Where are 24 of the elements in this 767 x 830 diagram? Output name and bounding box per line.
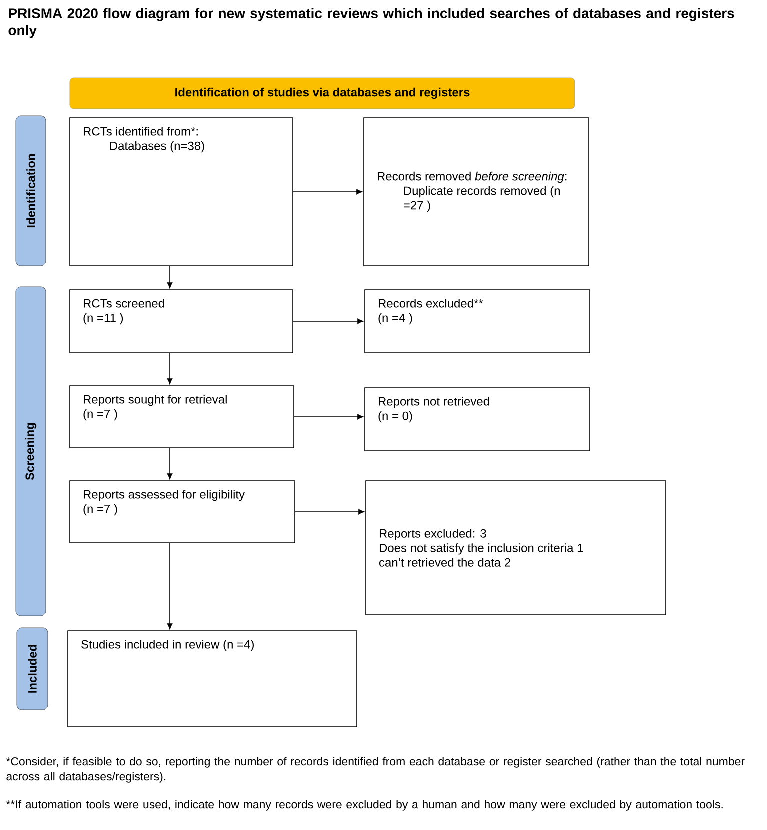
title: PRISMA 2020 flow diagram for new systematic reviews which included searches of databases and registers only [8,8,734,38]
process-box: RCTs screened (n =11 ) [70,290,294,354]
footnote: *Consider, if feasible to do so, reporting the number of records identified from each database or register searched (rather than the total number across all databases/registers). [6,757,745,783]
arrow [293,318,364,324]
process-box: Reports not retrieved (n = 0) [364,388,590,452]
process-box: Records excluded** (n =4 ) [364,290,590,354]
phase-label: Screening [16,286,46,616]
process-box: Reports sought for retrieval (n =7 ) [70,386,294,448]
section-header: Identification of studies via databases and registers [70,78,576,110]
process-box: Studies included in review (n =4) [68,630,358,728]
arrow [167,353,173,385]
process-box: Reports assessed for eligibility (n =7 ) [70,480,296,544]
process-box: RCTs identified from*: Databases (n=38) [70,118,294,266]
footnote: **If automation tools were used, indicate how many records were excluded by a human and how many were excluded by automation tools. [6,800,723,811]
process-box: Records removed before screening: Duplicate records removed (n =27 ) [364,118,590,266]
arrow [293,189,363,195]
phase-label: Included [16,628,48,710]
arrow [294,414,364,420]
phase-label: Identification [16,116,46,266]
process-box: Reports excluded: 3 Does not satisfy the inclusion criteria 1 can’t retrieved the data 2 [366,480,666,616]
arrow [167,448,173,480]
arrow [167,266,173,289]
arrow [295,509,365,515]
arrow [167,543,173,630]
